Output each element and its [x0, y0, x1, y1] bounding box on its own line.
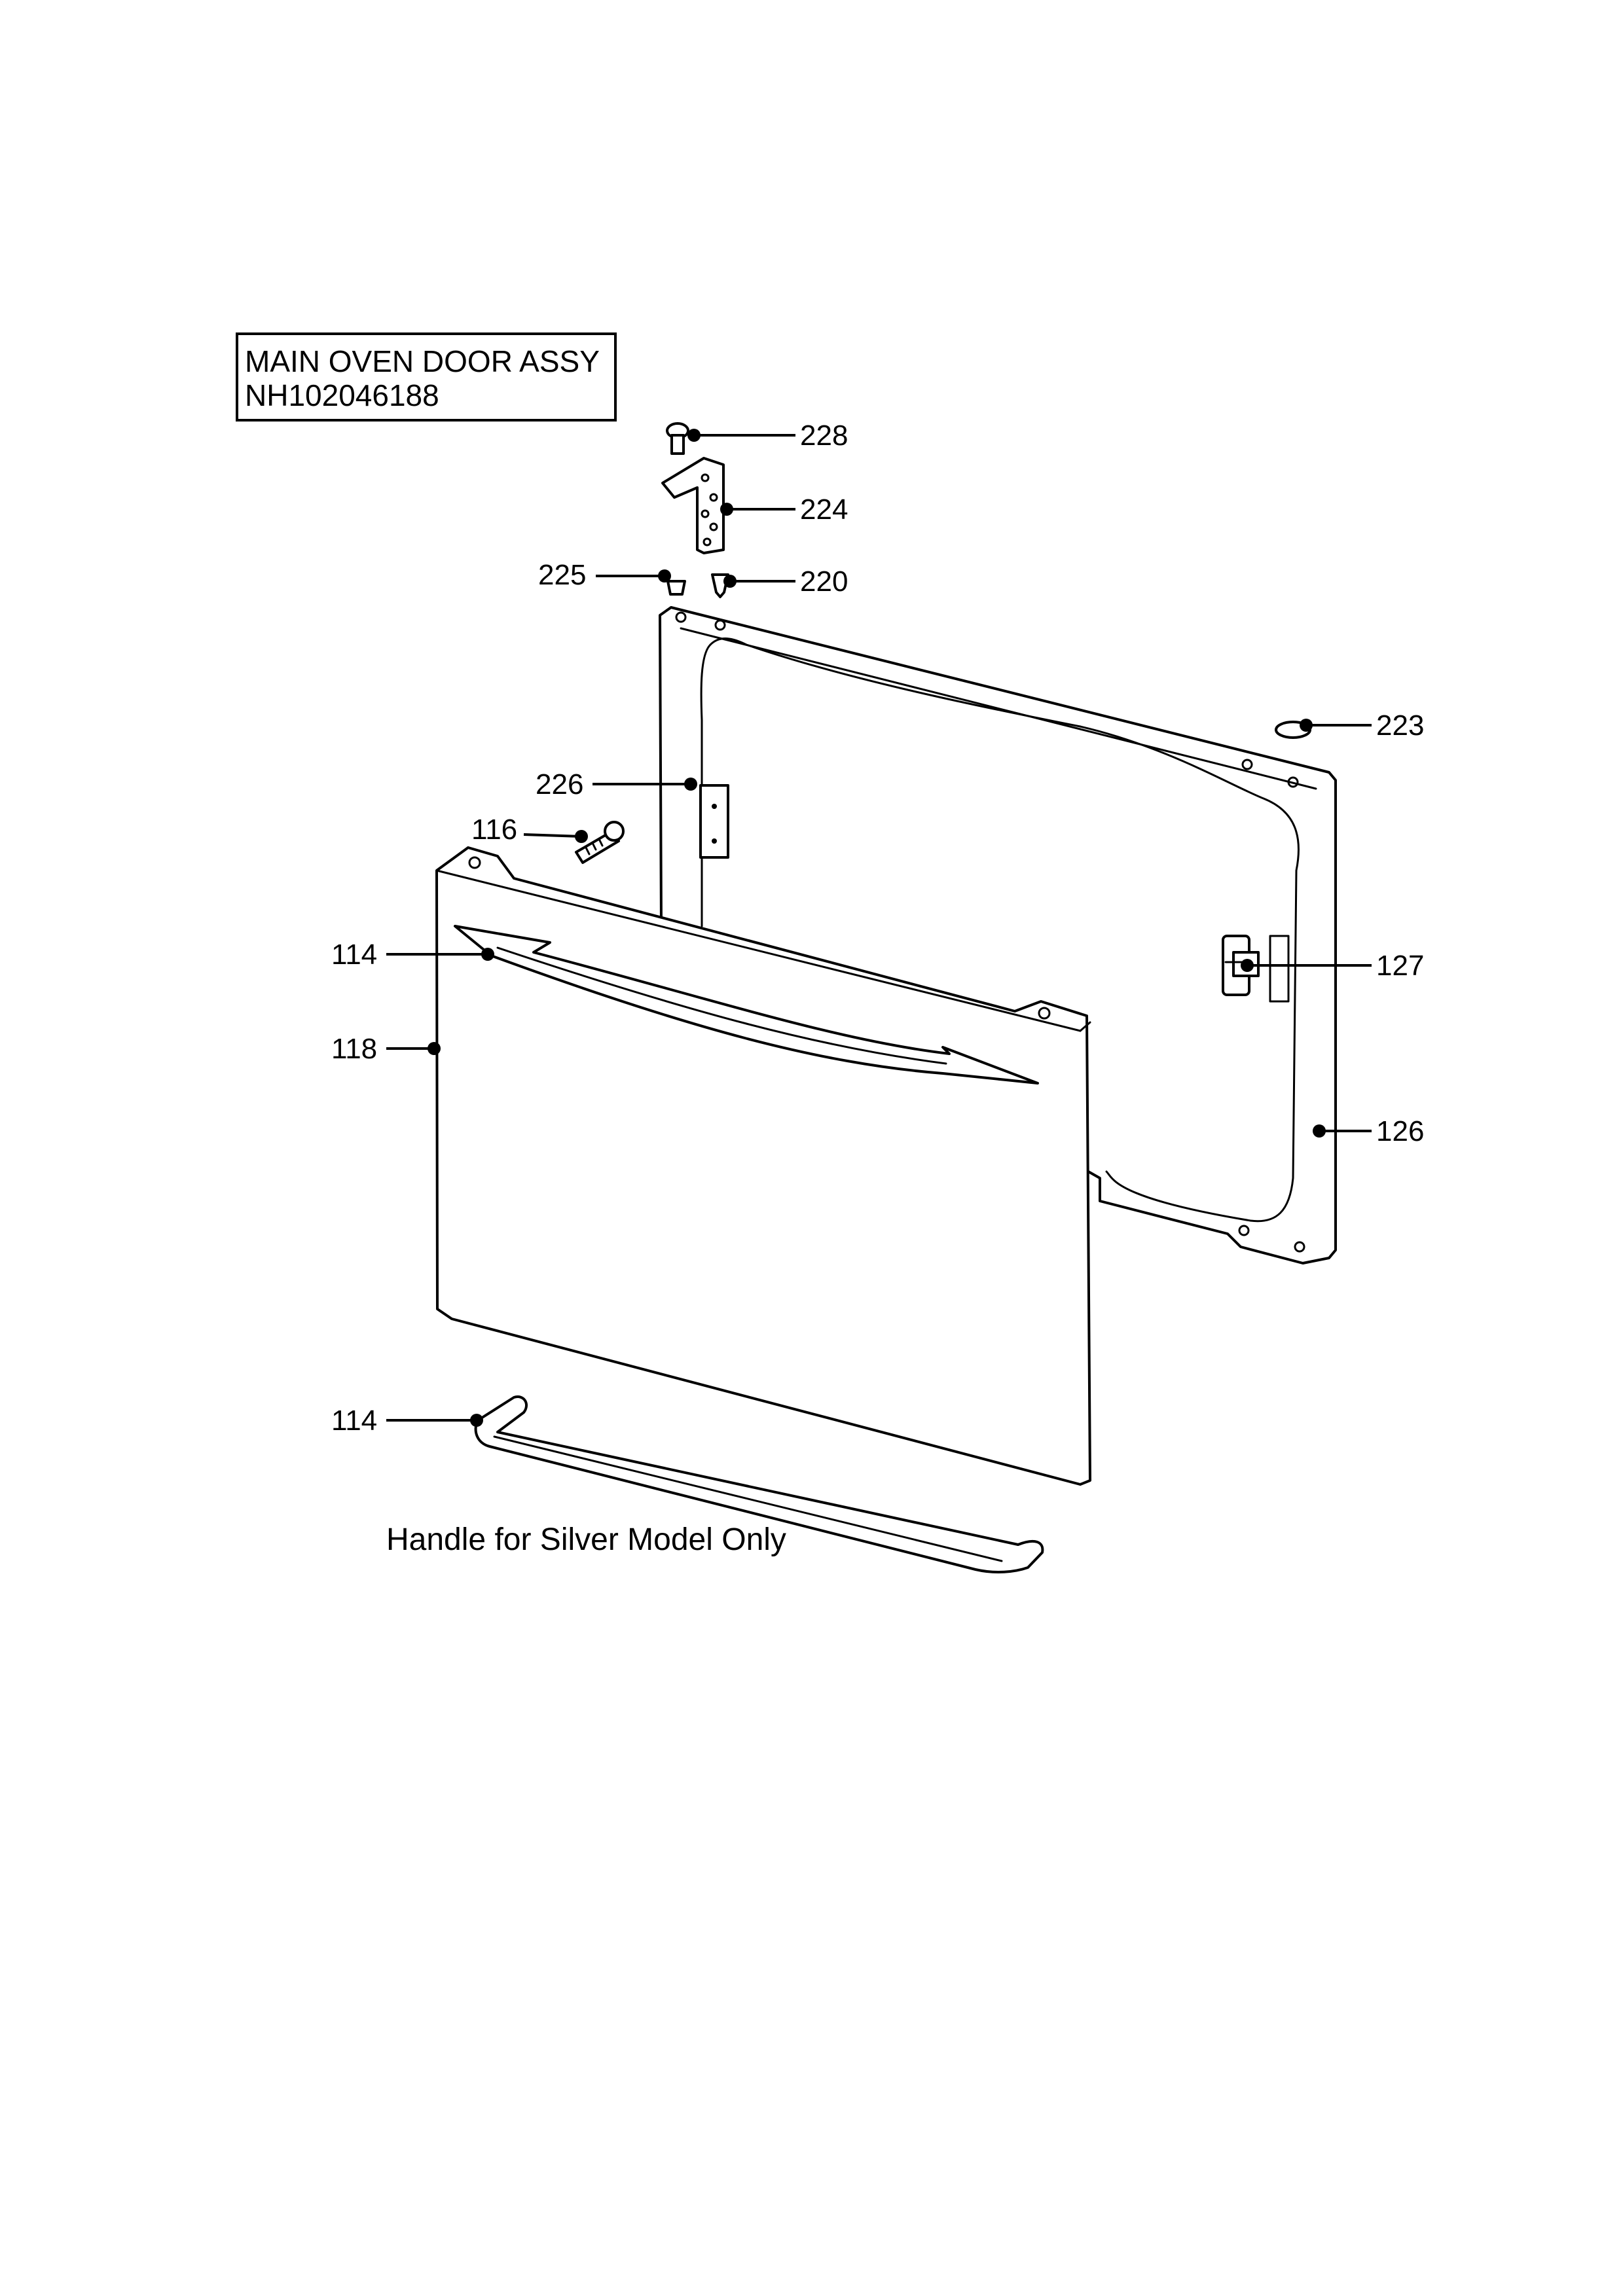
bar-handle	[474, 1395, 1044, 1573]
part-228-screw	[666, 422, 689, 455]
callout-127: 127	[1376, 950, 1424, 982]
title-line-1: MAIN OVEN DOOR ASSY	[245, 344, 600, 378]
callout-118: 118	[331, 1033, 377, 1065]
callout-126: 126	[1376, 1115, 1424, 1147]
callout-224: 224	[800, 493, 848, 526]
callout-116: 116	[471, 814, 517, 846]
callout-223: 223	[1376, 709, 1424, 742]
inner-door-panel	[659, 606, 1337, 1265]
callout-226: 226	[536, 768, 583, 800]
callout-225: 225	[538, 559, 586, 591]
title-box: MAIN OVEN DOOR ASSY NH102046188	[236, 332, 617, 422]
handle-caption: Handle for Silver Model Only	[386, 1522, 786, 1557]
part-225-grommet	[666, 580, 686, 596]
part-116-screw	[575, 821, 625, 864]
callout-labels: 228 224 225 220 223 226 116 114 127 118 …	[331, 420, 1424, 1437]
leader-lines	[386, 429, 1372, 1427]
callout-114-upper: 114	[331, 939, 377, 971]
callout-114-lower: 114	[331, 1405, 377, 1437]
callout-220: 220	[800, 565, 848, 598]
recessed-handle	[454, 925, 1039, 1085]
outer-door-panel	[435, 846, 1091, 1486]
part-226-plate	[699, 784, 729, 859]
title-line-2: NH102046188	[245, 378, 439, 412]
part-224-hinge-bracket	[661, 457, 725, 554]
callout-228: 228	[800, 420, 848, 452]
